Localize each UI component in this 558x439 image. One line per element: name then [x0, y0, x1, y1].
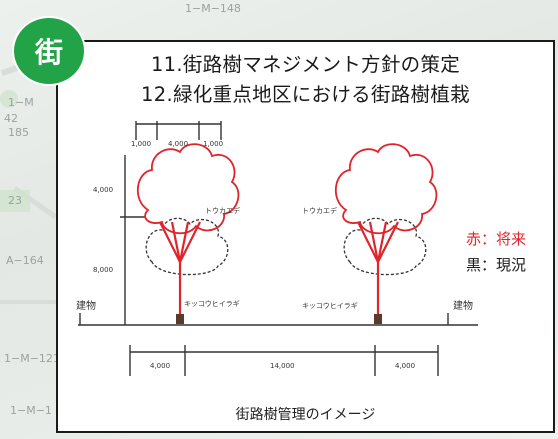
- badge-label: 街: [34, 36, 63, 69]
- height-dim-label: 8,000: [93, 266, 113, 274]
- future-branches-right: [357, 221, 399, 318]
- map-label: 185: [8, 126, 29, 139]
- trunk-base-right: [374, 314, 382, 324]
- future-crown-left: [137, 143, 240, 235]
- map-label: A−164: [6, 254, 44, 267]
- diagram-lines: [78, 121, 478, 376]
- diagram-caption: 街路樹管理のイメージ: [235, 407, 376, 423]
- title-line-2: 12.緑化重点地区における街路樹植栽: [141, 83, 470, 106]
- map-label: 42: [4, 112, 18, 125]
- shrub-label: キッコウヒイラギ: [302, 302, 358, 310]
- legend-future: 赤：将来: [466, 230, 527, 248]
- tree-label: トウカエデ: [302, 206, 337, 215]
- future-branches-left: [159, 221, 201, 318]
- bottom-dim-label: 4,000: [150, 362, 170, 370]
- map-park: [0, 190, 30, 212]
- legend-current: 黒：現況: [466, 256, 527, 274]
- shrub-label: キッコウヒイラギ: [184, 300, 240, 308]
- building-label: 建物: [453, 299, 473, 312]
- map-label: 1−M−121: [4, 352, 60, 365]
- map-label: 1−M−148: [185, 2, 241, 15]
- top-dim-label: 1,000: [131, 140, 151, 148]
- map-label: 23: [8, 194, 22, 207]
- category-badge: 街: [14, 18, 84, 84]
- future-crown-right: [335, 143, 438, 235]
- tree-label: トウカエデ: [205, 206, 240, 215]
- map-road: [0, 300, 60, 304]
- map-label: 1−M: [8, 96, 34, 109]
- slide-panel: [56, 40, 555, 433]
- bottom-dim-label: 14,000: [270, 362, 295, 370]
- building-label: 建物: [76, 299, 96, 312]
- map-label: 1−M−1: [10, 404, 52, 417]
- top-dim-label: 1,000: [203, 140, 223, 148]
- title-line-1: 11.街路樹マネジメント方針の策定: [150, 53, 461, 76]
- height-dim-label: 4,000: [93, 186, 113, 194]
- top-dim-label: 4,000: [168, 140, 188, 148]
- bottom-dim-label: 4,000: [395, 362, 415, 370]
- trunk-base-left: [176, 314, 184, 324]
- current-crown-right: [343, 217, 427, 276]
- current-crown-left: [145, 217, 229, 276]
- map-park: [0, 90, 18, 108]
